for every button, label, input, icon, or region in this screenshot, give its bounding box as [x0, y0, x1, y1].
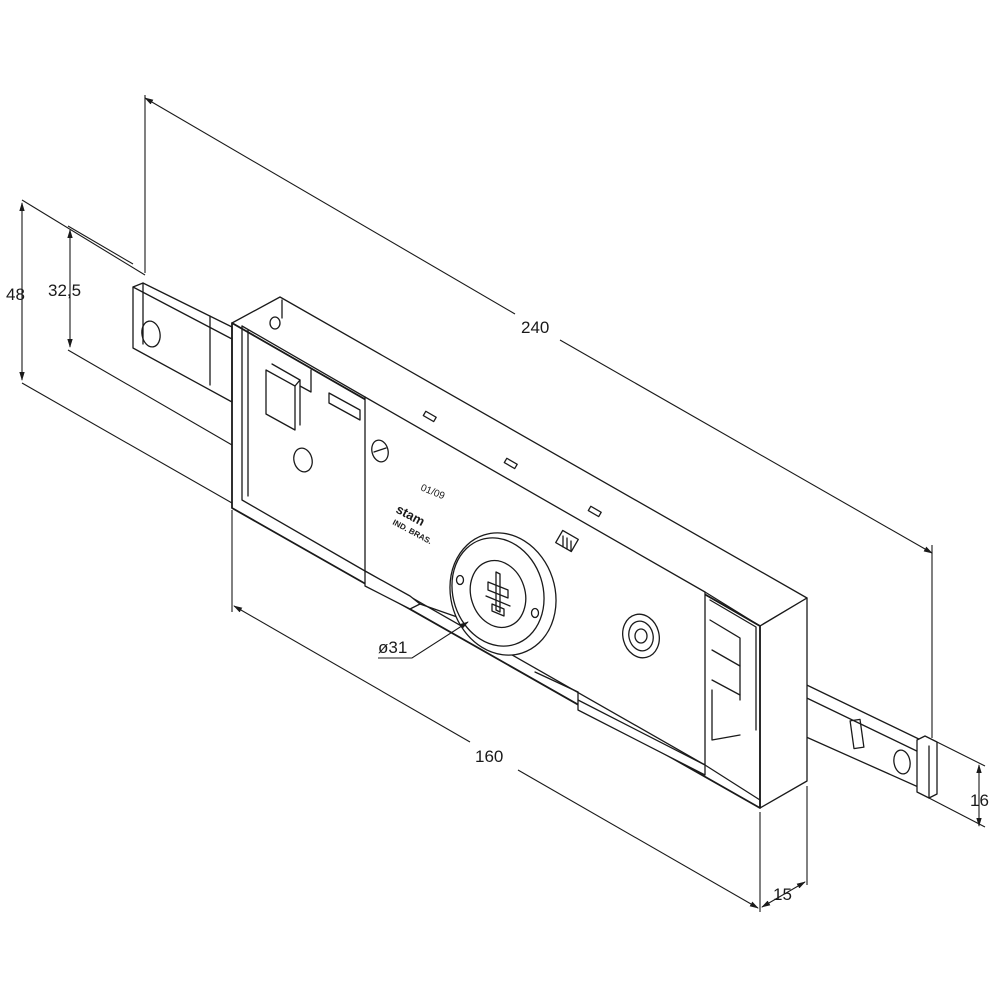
left-bolt-hole	[141, 320, 161, 348]
key-slot-icon	[485, 571, 511, 617]
dim-bolt-height: 16	[928, 741, 989, 828]
dim-bolt-offset: 32,5	[48, 225, 233, 446]
top-screw-hole	[269, 316, 281, 330]
dim-160-label: 160	[475, 747, 503, 766]
left-bolt	[132, 282, 233, 403]
dim-31-label: ø31	[378, 638, 407, 657]
dim-cylinder-diameter: ø31	[378, 621, 469, 659]
cover-slot-2	[503, 457, 518, 470]
left-fixing-hole	[293, 447, 313, 473]
dim-48-label: 48	[6, 285, 25, 304]
dim-15-label: 15	[773, 885, 792, 904]
lock-body: 01/09 stam IND. BRAS.	[231, 296, 808, 809]
cover-screw-top	[371, 439, 389, 463]
dim-240-label: 240	[521, 318, 549, 337]
dim-overall-length: 240	[144, 95, 933, 738]
lock-cylinder	[449, 532, 557, 656]
cover-screw-bottom	[622, 613, 660, 659]
dim-body-depth: 15	[761, 786, 808, 908]
cover-slot-1	[422, 410, 437, 423]
right-bolt-hole	[893, 749, 911, 775]
right-bolt	[785, 674, 938, 799]
quality-mark-icon	[555, 529, 579, 553]
dim-body-length: 160	[231, 510, 761, 912]
cover-slot-3	[587, 505, 602, 518]
cylinder-screw-left	[455, 574, 465, 586]
left-latch-spring	[265, 369, 296, 431]
dim-16-label: 16	[970, 791, 989, 810]
dim-height: 48	[6, 199, 233, 504]
right-bolt-slot	[849, 718, 865, 750]
cylinder-screw-right	[530, 607, 540, 619]
dim-32-5-label: 32,5	[48, 281, 81, 300]
